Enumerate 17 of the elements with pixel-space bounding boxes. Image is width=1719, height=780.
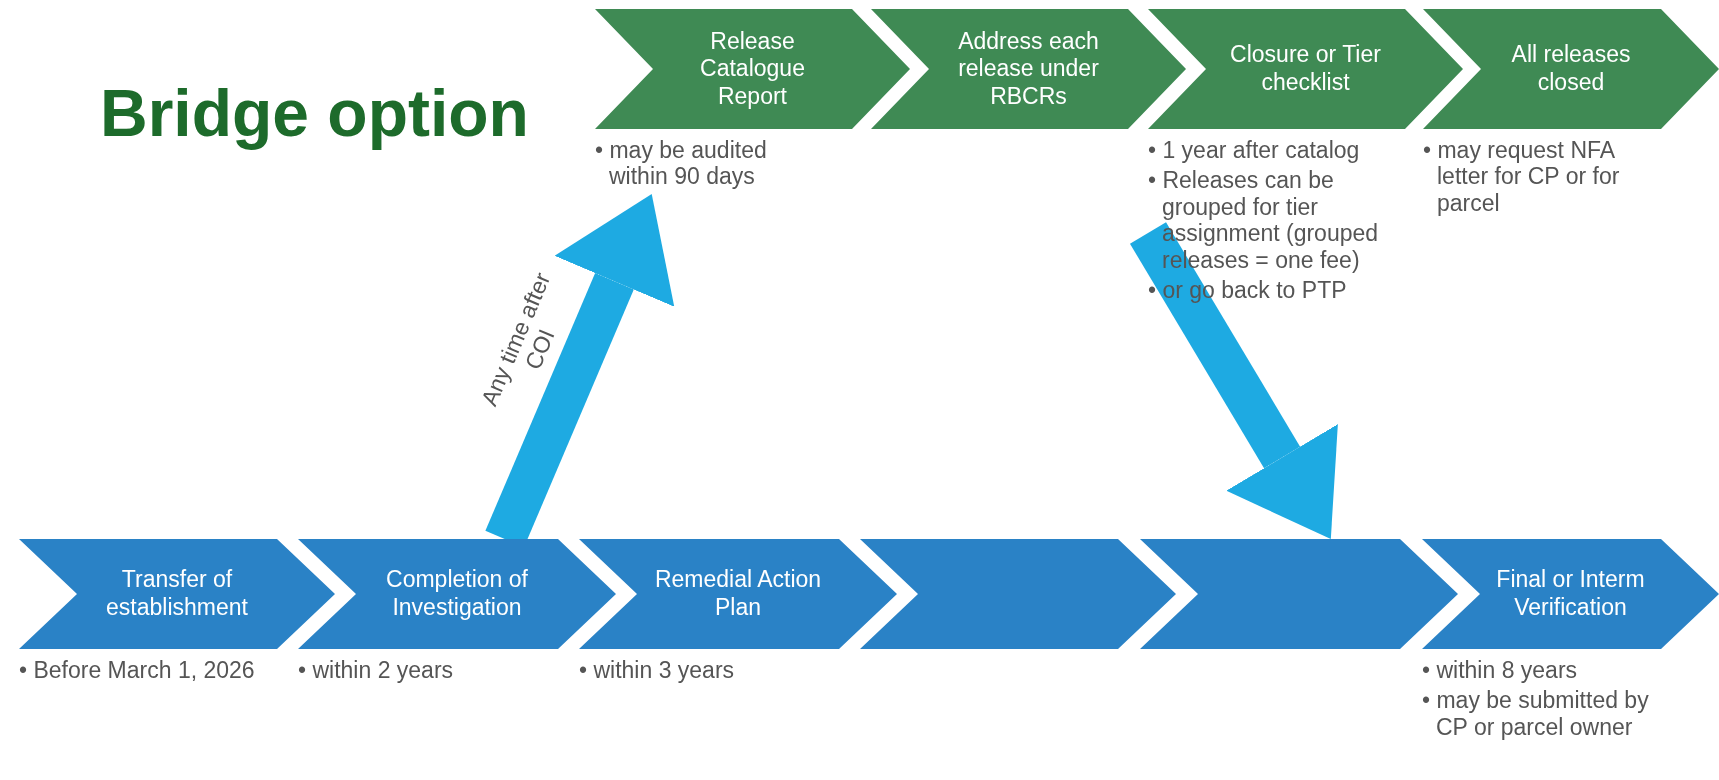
bullet-note: • may request NFA letter for CP or for parcel [1423, 137, 1621, 217]
step-label: All releases closed [1510, 41, 1632, 97]
step-label: Release Catalogue Report [699, 27, 806, 111]
step-label: Remedial Action Plan [653, 566, 823, 622]
bullet-note: • 1 year after catalog [1148, 137, 1361, 164]
step-label: Closure or Tier checklist [1229, 41, 1382, 97]
step-label: Completion of Investigation [385, 566, 529, 622]
step-label: Transfer of establishment [105, 566, 249, 622]
bullet-note: • within 3 years [579, 657, 736, 684]
step-label: Final or Interm Verification [1495, 566, 1646, 622]
bullet-note: • within 2 years [298, 657, 455, 684]
bullet-note: • Before March 1, 2026 [19, 657, 256, 684]
bullet-note: • may be audited within 90 days [595, 137, 768, 190]
title: Bridge option [100, 75, 529, 151]
bullet-note: • may be submitted by CP or parcel owner [1422, 687, 1650, 741]
bullet-note: • within 8 years [1422, 657, 1579, 684]
step-label: Address each release under RBCRs [957, 27, 1100, 111]
